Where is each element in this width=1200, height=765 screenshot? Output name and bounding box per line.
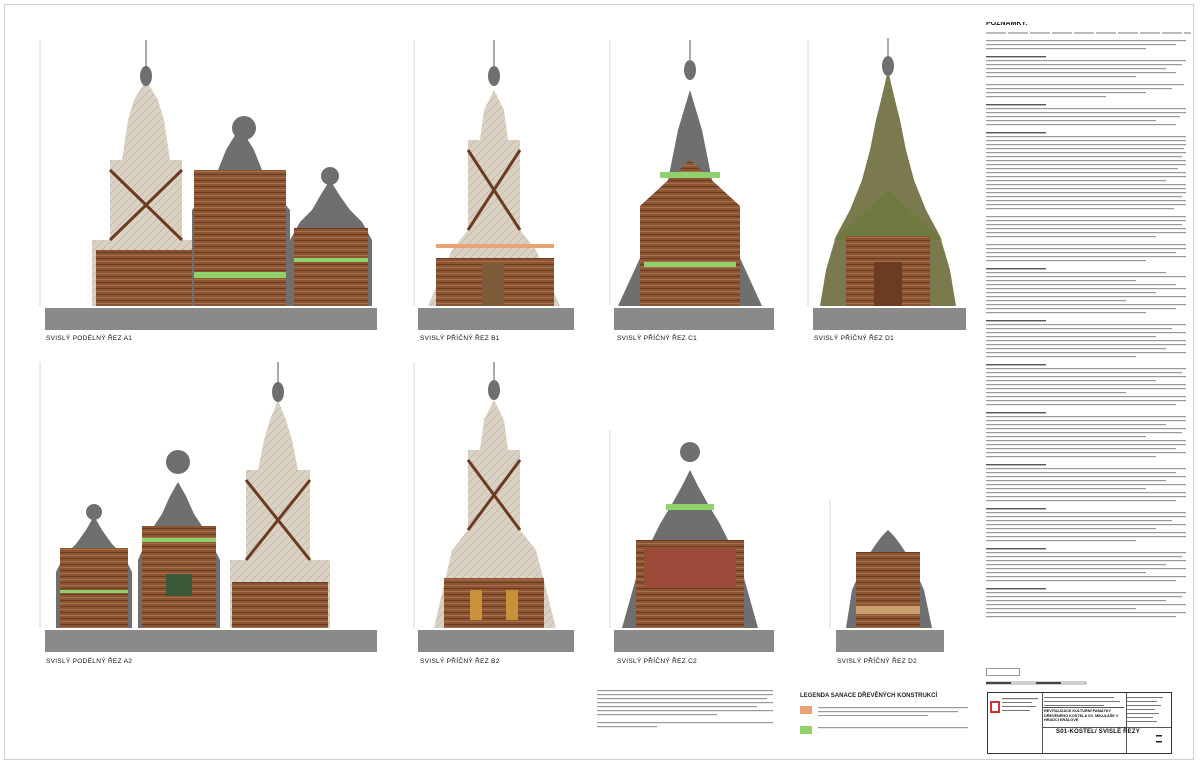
- title-block: REVITALIZACE KULTURNÍ PAMÁTKY DŘEVĚNÉHO …: [987, 692, 1172, 754]
- section-label-b1: SVISLÝ PŘÍČNÝ ŘEZ B1: [420, 335, 500, 342]
- section-a1-drawing: [45, 40, 377, 330]
- section-label-b2: SVISLÝ PŘÍČNÝ ŘEZ B2: [420, 658, 500, 665]
- section-label-d1: SVISLÝ PŘÍČNÝ ŘEZ D1: [814, 335, 895, 342]
- section-label-c2: SVISLÝ PŘÍČNÝ ŘEZ C2: [617, 658, 698, 665]
- section-a2-drawing: [45, 362, 377, 652]
- section-d1-drawing: [813, 38, 966, 330]
- title-block-fields: [1044, 696, 1124, 709]
- sheet-number: [1155, 733, 1165, 749]
- scale-indicator: [986, 668, 1020, 676]
- scale-bar: [986, 681, 1087, 685]
- notes-body: [986, 32, 1191, 35]
- section-b2-drawing: [418, 362, 574, 652]
- legend-text-orange: [818, 707, 968, 716]
- firm-info: [1002, 697, 1042, 715]
- section-label-c1: SVISLÝ PŘÍČNÝ ŘEZ C1: [617, 335, 698, 342]
- title-block-side: [1127, 696, 1167, 728]
- notes-panel: POZNÁMKY:: [986, 22, 1191, 662]
- section-label-d2: SVISLÝ PŘÍČNÝ ŘEZ D2: [837, 658, 918, 665]
- notes-heading: POZNÁMKY:: [986, 22, 1028, 27]
- legend-block: LEGENDA SANACE DŘEVĚNÝCH KONSTRUKCÍ: [800, 693, 985, 744]
- drawing-title: S01-KOSTEL/ SVISLÉ ŘEZY: [1056, 729, 1140, 735]
- section-c2-drawing: [614, 442, 774, 652]
- notes-text-lines: [986, 40, 1186, 618]
- sheet-border: [4, 4, 1194, 760]
- section-d2-drawing: [836, 530, 944, 652]
- firm-logo: [990, 701, 1000, 713]
- section-b1-drawing: [418, 40, 574, 330]
- legend-text-green: [818, 727, 968, 729]
- legend-title: LEGENDA SANACE DŘEVĚNÝCH KONSTRUKCÍ: [800, 693, 938, 699]
- section-label-a1: SVISLÝ PODÉLNÝ ŘEZ A1: [46, 335, 133, 342]
- general-note-block: [597, 690, 777, 742]
- section-c1-drawing: [614, 40, 774, 330]
- legend-item-orange: [800, 706, 985, 716]
- project-title: REVITALIZACE KULTURNÍ PAMÁTKY DŘEVĚNÉHO …: [1044, 709, 1119, 723]
- legend-swatch-green: [800, 726, 812, 734]
- legend-item-green: [800, 726, 985, 734]
- section-label-a2: SVISLÝ PODÉLNÝ ŘEZ A2: [46, 658, 133, 665]
- legend-swatch-orange: [800, 706, 812, 714]
